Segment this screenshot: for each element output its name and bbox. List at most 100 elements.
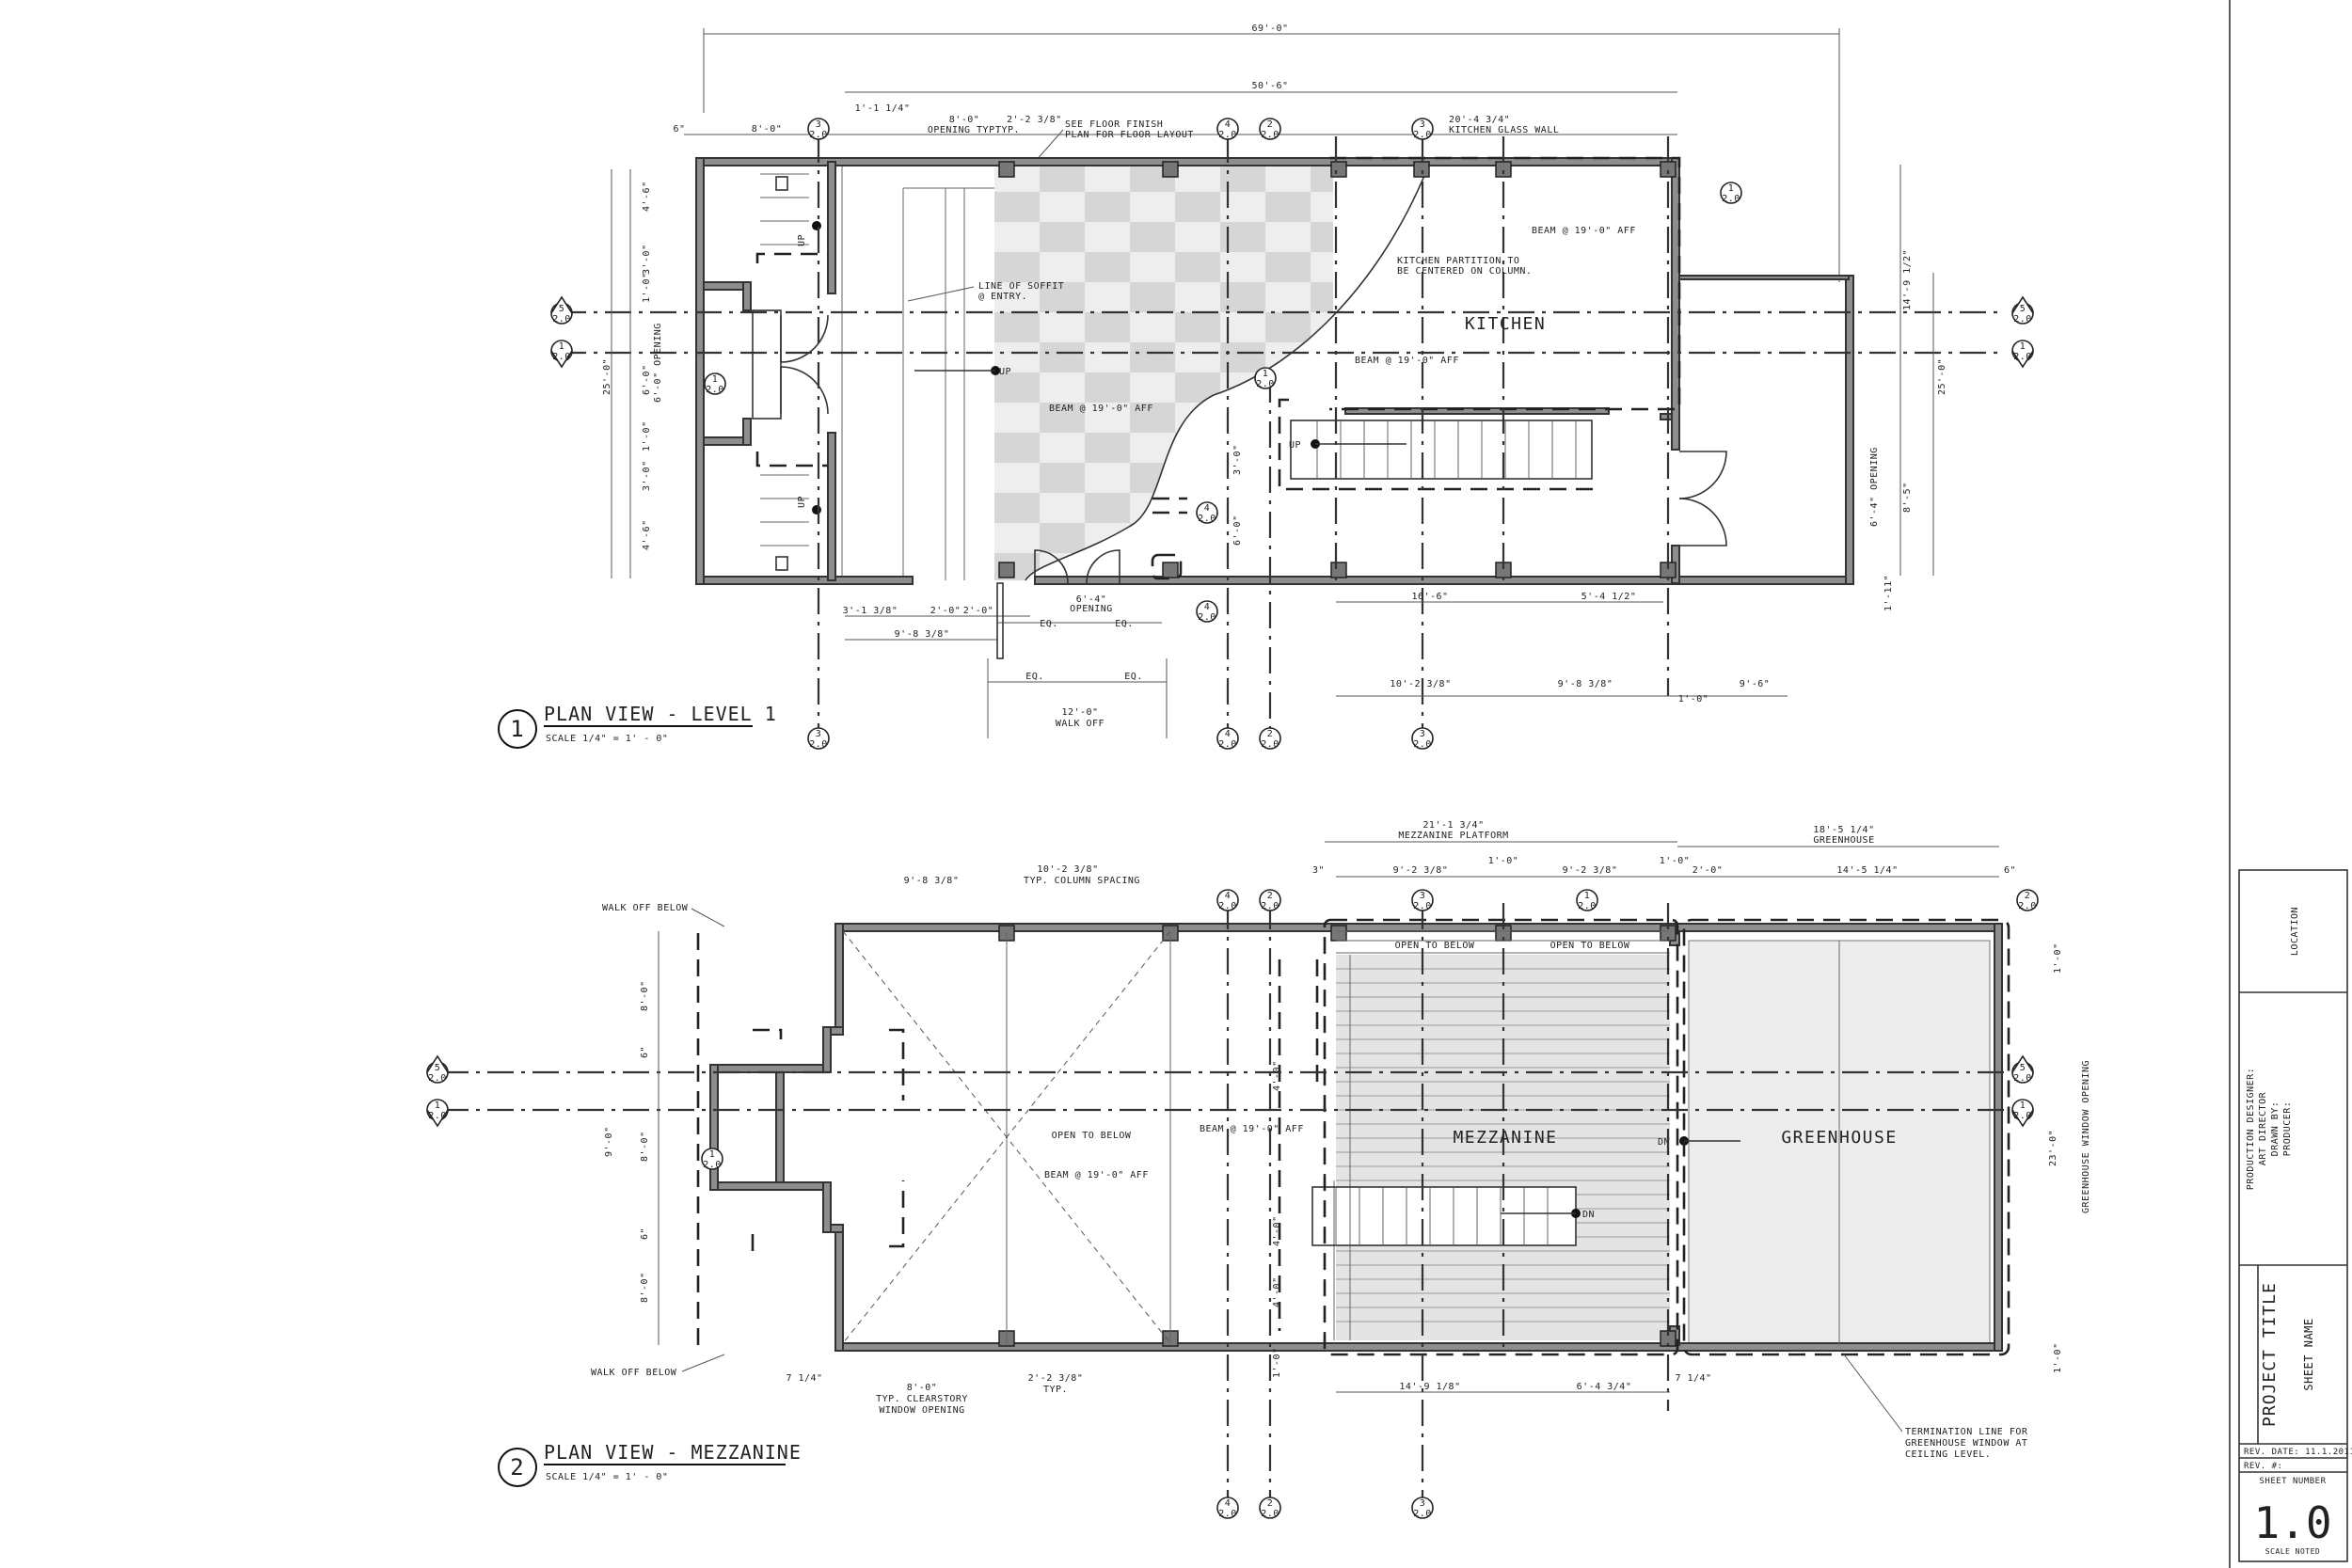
note-typ-dim: 2'-2 3/8" <box>1007 115 1062 125</box>
dim-8-0-mezz-b: 8'-0" <box>640 1131 650 1162</box>
note-beam-m2: BEAM @ 19'-0" AFF <box>1044 1170 1149 1180</box>
eq-d: EQ. <box>1124 672 1143 682</box>
svg-text:1: 1 <box>2020 341 2026 352</box>
section-marker-left-top: 5 2.0 <box>550 295 573 325</box>
dim-3-mezz: 3" <box>1312 865 1325 876</box>
tb-location: LOCATION <box>2290 907 2300 956</box>
tb-producer: PRODUCER: <box>2282 1101 2293 1157</box>
svg-text:2.0: 2.0 <box>2013 1073 2032 1084</box>
dim-6-mezz-a: 6" <box>640 1046 650 1058</box>
dim-openings-left: 6'-0" OPENING <box>653 323 663 403</box>
section-marker-top-3: 3 2.0 <box>807 118 830 140</box>
note-clerestory-2: WINDOW OPENING <box>879 1405 964 1416</box>
title-block: LOCATION PRODUCTION DESIGNER: ART DIRECT… <box>2229 0 2352 1568</box>
room-greenhouse: GREENHOUSE <box>1781 1128 1897 1148</box>
dim-6-mezz: 6" <box>2004 865 2016 876</box>
grid-lines-level-1 <box>560 136 2004 729</box>
dim-9-8-3-8: 9'-8 3/8" <box>895 629 950 640</box>
dim-4-6b: 4'-6" <box>642 519 652 550</box>
svg-text:2: 2 <box>1267 891 1274 901</box>
svg-text:4: 4 <box>1204 503 1211 514</box>
dim-1-0-mezz-d: 1'-0" <box>2053 942 2063 974</box>
note-mezz-platform-dim: 21'-1 3/4" <box>1422 820 1484 831</box>
dim-8-0-mezz-c: 8'-0" <box>640 1272 650 1303</box>
section-marker-m-top-4: 4 2.0 <box>1216 889 1239 911</box>
dim-7-1-4a: 7 1/4" <box>786 1373 822 1384</box>
note-clerestory-dim: 8'-0" <box>907 1383 938 1393</box>
room-kitchen: KITCHEN <box>1465 314 1546 334</box>
dim-25-0-left: 25'-0" <box>602 358 612 395</box>
dim-2-0-mezz: 2'-0" <box>1692 865 1724 876</box>
plan-2-title: PLAN VIEW - MEZZANINE <box>544 1441 802 1464</box>
dim-1-0-mezz-b: 1'-0" <box>1660 856 1691 866</box>
note-opening-typ: OPENING TYP. <box>928 125 1001 135</box>
tb-art-director: ART DIRECTOR <box>2258 1091 2268 1165</box>
tb-sheet-number: 1.0 <box>2253 1497 2331 1548</box>
svg-text:2.0: 2.0 <box>2013 314 2032 325</box>
section-marker-bottom-3b: 3 2.0 <box>1411 727 1434 750</box>
note-open-below-b: OPEN TO BELOW <box>1550 941 1630 951</box>
svg-text:2.0: 2.0 <box>1261 901 1279 911</box>
hidden-lines-mezzanine <box>696 918 2010 1356</box>
svg-text:2.0: 2.0 <box>1578 901 1597 911</box>
note-opening-644b: OPENING <box>1070 604 1113 614</box>
detail-marker-door: 4 2.0 <box>1196 600 1218 623</box>
note-col-spacing-dim: 10'-2 3/8" <box>1037 864 1098 875</box>
dim-1-0a: 1'-0" <box>642 272 652 303</box>
svg-text:5: 5 <box>2020 304 2026 314</box>
room-mezzanine: MEZZANINE <box>1453 1128 1557 1148</box>
plan-2-number: 2 <box>510 1454 524 1481</box>
dim-14-9-1-8: 14'-9 1/8" <box>1399 1382 1460 1392</box>
up-label-b: UP <box>797 496 807 508</box>
svg-text:3: 3 <box>1420 729 1426 739</box>
note-opening-typ-dim: 8'-0" <box>949 115 980 125</box>
svg-text:2.0: 2.0 <box>2013 352 2032 362</box>
dim-2-0a: 2'-0" <box>930 606 961 616</box>
note-mezz-platform: MEZZANINE PLATFORM <box>1398 831 1508 841</box>
svg-text:3: 3 <box>1420 891 1426 901</box>
svg-text:2.0: 2.0 <box>1413 1509 1432 1519</box>
grid-lines-mezzanine <box>442 903 2004 1500</box>
section-marker-m-right-bottom: 1 2.0 <box>2011 1099 2034 1128</box>
section-markers-mezzanine: 5 2.0 1 2.0 5 2.0 1 2.0 <box>426 889 2039 1519</box>
svg-text:2.0: 2.0 <box>1413 901 1432 911</box>
note-partition-2: BE CENTERED ON COLUMN. <box>1397 266 1532 277</box>
svg-text:2.0: 2.0 <box>1413 739 1432 750</box>
section-marker-bottom-4: 4 2.0 <box>1216 727 1239 750</box>
note-walk-off-below-top: WALK OFF BELOW <box>602 903 689 913</box>
dim-6-0-opening: 6'-0" <box>642 364 652 395</box>
dim-2-0b: 2'-0" <box>963 606 994 616</box>
section-marker-bottom-2: 2 2.0 <box>1259 727 1281 750</box>
note-kitchen-glass: KITCHEN GLASS WALL <box>1449 125 1559 135</box>
section-marker-top-4: 4 2.0 <box>1216 118 1239 140</box>
svg-text:1: 1 <box>1584 891 1591 901</box>
svg-text:2.0: 2.0 <box>1261 130 1279 140</box>
note-termination: TERMINATION LINE FOR <box>1905 1427 2028 1437</box>
section-marker-top-2: 2 2.0 <box>1259 118 1281 140</box>
note-typ: TYP. <box>995 125 1020 135</box>
note-termination-2: GREENHOUSE WINDOW AT <box>1905 1438 2027 1449</box>
detail-marker-stair: 1 2.0 <box>1254 367 1277 389</box>
plan-1-number: 1 <box>510 716 524 742</box>
up-label-d: UP <box>999 367 1011 377</box>
walls-level-1 <box>695 157 1854 585</box>
tb-production-designer: PRODUCTION DESIGNER: <box>2246 1068 2256 1190</box>
dn-label-a: DN <box>1582 1210 1595 1220</box>
note-col-spacing: TYP. COLUMN SPACING <box>1024 876 1140 886</box>
dim-7-1-4b: 7 1/4" <box>1675 1373 1711 1384</box>
note-beam-2: BEAM @ 19'-0" AFF <box>1532 226 1636 236</box>
section-marker-left-bottom: 1 2.0 <box>550 340 573 369</box>
note-greenhouse: GREENHOUSE <box>1813 835 1874 846</box>
note-kitchen-glass-dim: 20'-4 3/4" <box>1449 115 1510 125</box>
dim-openings-right: 6'-4" OPENING <box>1869 447 1880 527</box>
left-stairs: UP UP <box>752 173 1727 584</box>
section-marker-right-top: 5 2.0 <box>2011 295 2034 325</box>
plan-1-title-block: 1 PLAN VIEW - LEVEL 1 SCALE 1/4" = 1' - … <box>498 703 776 749</box>
svg-text:2.0: 2.0 <box>703 1160 722 1170</box>
dim-10-2-3-8: 10'-2 3/8" <box>1390 679 1451 689</box>
svg-text:2.0: 2.0 <box>428 1111 447 1121</box>
svg-text:1: 1 <box>1263 369 1269 379</box>
detail-marker-m-left: 1 2.0 <box>701 1148 723 1170</box>
dim-8-0: 8'-0" <box>752 124 783 135</box>
detail-marker-left: 1 2.0 <box>704 372 726 395</box>
